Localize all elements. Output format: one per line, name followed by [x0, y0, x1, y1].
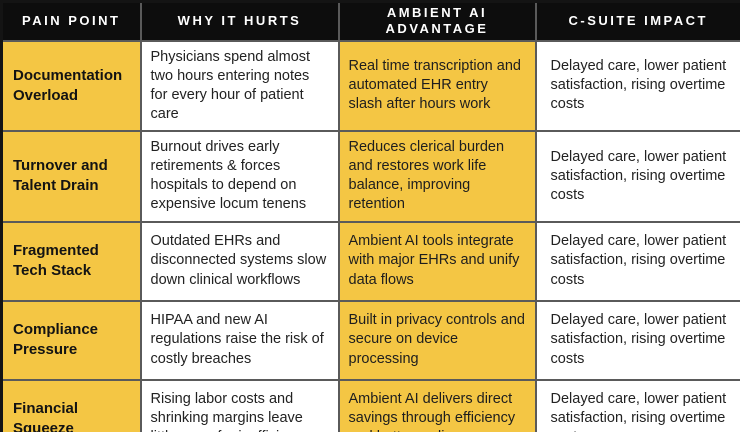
- column-header-ambient-ai-advantage: AMBIENT AI ADVANTAGE: [337, 0, 537, 42]
- cell-pain-point: Financial Squeeze: [0, 378, 142, 432]
- cell-why-it-hurts: Physicians spend almost two hours enteri…: [139, 39, 340, 132]
- cell-ambient-ai-advantage: Reduces clerical burden and restores wor…: [337, 130, 537, 223]
- table-row-turnover-talent-drain: Turnover and Talent Drain Burnout drives…: [0, 130, 740, 223]
- cell-pain-point: Fragmented Tech Stack: [0, 220, 142, 302]
- cell-c-suite-impact: Delayed care, lower patient satisfaction…: [534, 130, 740, 223]
- cell-ambient-ai-advantage: Ambient AI delivers direct savings throu…: [337, 378, 537, 432]
- cell-c-suite-impact: Delayed care, lower patient satisfaction…: [534, 39, 740, 132]
- cell-why-it-hurts: HIPAA and new AI regulations raise the r…: [139, 299, 340, 381]
- cell-why-it-hurts: Burnout drives early retirements & force…: [139, 130, 340, 223]
- cell-why-it-hurts: Outdated EHRs and disconnected systems s…: [139, 220, 340, 302]
- cell-why-it-hurts: Rising labor costs and shrinking margins…: [139, 378, 340, 432]
- column-header-why-it-hurts: WHY IT HURTS: [139, 0, 340, 42]
- cell-ambient-ai-advantage: Real time transcription and automated EH…: [337, 39, 537, 132]
- cell-ambient-ai-advantage: Ambient AI tools integrate with major EH…: [337, 220, 537, 302]
- table-row-financial-squeeze: Financial Squeeze Rising labor costs and…: [0, 378, 740, 432]
- cell-pain-point: Compliance Pressure: [0, 299, 142, 381]
- table-row-fragmented-tech-stack: Fragmented Tech Stack Outdated EHRs and …: [0, 220, 740, 302]
- cell-pain-point: Turnover and Talent Drain: [0, 130, 142, 223]
- cell-pain-point: Documentation Overload: [0, 39, 142, 132]
- table-row-compliance-pressure: Compliance Pressure HIPAA and new AI reg…: [0, 299, 740, 381]
- column-header-pain-point: PAIN POINT: [0, 0, 142, 42]
- cell-ambient-ai-advantage: Built in privacy controls and secure on …: [337, 299, 537, 381]
- header-row: PAIN POINT WHY IT HURTS AMBIENT AI ADVAN…: [0, 0, 740, 42]
- cell-c-suite-impact: Delayed care, lower patient satisfaction…: [534, 378, 740, 432]
- cell-c-suite-impact: Delayed care, lower patient satisfaction…: [534, 299, 740, 381]
- cell-c-suite-impact: Delayed care, lower patient satisfaction…: [534, 220, 740, 302]
- column-header-c-suite-impact: C-SUITE IMPACT: [534, 0, 740, 42]
- table-row-documentation-overload: Documentation Overload Physicians spend …: [0, 39, 740, 132]
